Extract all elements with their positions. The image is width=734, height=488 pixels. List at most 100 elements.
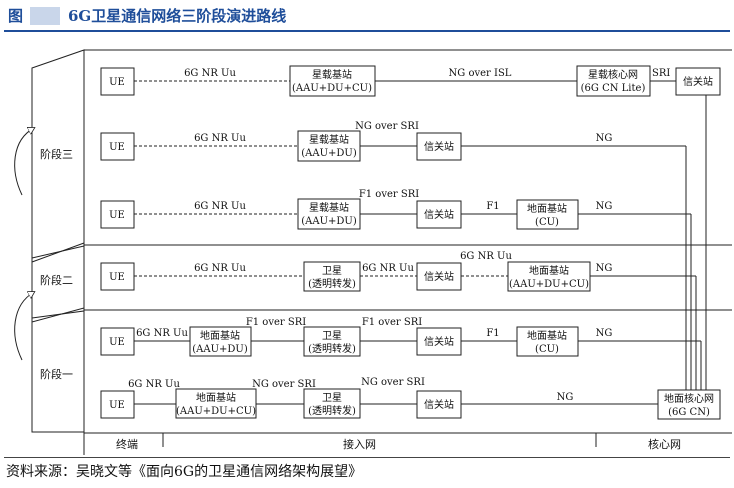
row3-ground-cu-line1: 地面基站: [527, 202, 567, 215]
figure-title-bar: 图 6G卫星通信网络三阶段演进路线: [4, 2, 730, 32]
row3-sat-bs-line2: (AAU+DU): [301, 216, 357, 227]
curved-arrow-up-3: [14, 128, 34, 196]
row5-satellite-line1: 卫星: [322, 330, 342, 342]
row6-sri-label-1: NG over SRI: [252, 379, 316, 390]
row2-ue: [100, 132, 135, 161]
row1-sat-core-line2: (6G CN Lite): [581, 83, 646, 94]
row2-ue-label: UE: [109, 142, 125, 153]
stage3-arrow-shape: [31, 49, 85, 263]
source-divider: [4, 457, 730, 458]
row1-sat-bs-line2: (AAU+DU+CU): [292, 83, 372, 94]
row2-sat-bs-line1: 星载基站: [309, 133, 349, 146]
row3-ue-label: UE: [109, 210, 125, 221]
row6-ground-bs-line2: (AAU+DU+CU): [176, 406, 256, 417]
row4-satellite-line2: (透明转发): [308, 277, 356, 290]
row4-uu-label-2: 6G NR Uu: [362, 263, 414, 274]
row5-ground-bs-line2: (AAU+DU): [192, 344, 248, 355]
stage2-label: 阶段二: [40, 273, 73, 287]
row5-gateway: [416, 327, 462, 356]
row5-ground-cu-line2: (CU): [535, 344, 559, 355]
row4-gateway: [416, 262, 462, 291]
stage1-label: 阶段一: [40, 367, 73, 381]
row5-f1-label: F1: [486, 328, 499, 339]
stage2-arrow-shape: [31, 245, 85, 323]
stage3-label: 阶段三: [40, 147, 73, 161]
row5-ground-cu-line1: 地面基站: [527, 329, 567, 342]
row2-sat-bs-line2: (AAU+DU): [301, 148, 357, 159]
row6-gateway: [416, 390, 462, 419]
row3-sat-bs-line1: 星载基站: [309, 201, 349, 214]
row4-ground-bs-line2: (AAU+DU+CU): [509, 279, 589, 290]
row1-isl-label: NG over ISL: [449, 68, 512, 79]
row4-uu-label: 6G NR Uu: [194, 263, 246, 274]
footer-core: 核心网: [648, 437, 681, 451]
curved-arrow-up-2: [14, 292, 34, 361]
row4-satellite-line1: 卫星: [322, 265, 342, 277]
row6-satellite-line1: 卫星: [322, 392, 342, 404]
figure-number-mask: [30, 7, 60, 25]
row5-ue: [100, 327, 135, 356]
row5-uu-label: 6G NR Uu: [136, 328, 188, 339]
row1-gateway-label: 信关站: [683, 75, 713, 88]
row2-gateway: [416, 132, 462, 161]
row5-satellite: [303, 326, 361, 357]
row6-ground-bs-line1: 地面基站: [196, 391, 236, 404]
source-note: 资料来源：吴晓文等《面向6G的卫星通信网络架构展望》: [6, 464, 363, 480]
row5-ground-bs: [189, 326, 252, 357]
row1-sat-bs: [289, 65, 376, 97]
row4-ground-bs: [507, 261, 591, 292]
row4-gateway-label: 信关站: [424, 270, 454, 283]
row1-uu-label: 6G NR Uu: [184, 68, 236, 79]
row2-gateway-label: 信关站: [424, 140, 454, 153]
row1-ue: [100, 67, 135, 96]
row6-uu-label: 6G NR Uu: [128, 379, 180, 390]
stage1-arrow-shape: [31, 310, 85, 433]
ground-core-line1: 地面核心网: [664, 392, 714, 405]
row5-ng-label: NG: [596, 328, 613, 339]
row3-ng-label: NG: [596, 201, 613, 212]
row2-ng-label: NG: [596, 133, 613, 144]
row5-ground-cu: [516, 326, 579, 357]
row5-gateway-label: 信关站: [424, 335, 454, 348]
footer-access: 接入网: [343, 438, 376, 451]
row3-gateway: [416, 200, 462, 229]
row3-f1-label: F1: [486, 201, 499, 212]
row2-sat-bs: [297, 130, 361, 162]
row4-satellite: [303, 261, 361, 292]
row6-gateway-label: 信关站: [424, 398, 454, 411]
row5-ground-bs-line1: 地面基站: [200, 329, 240, 342]
row1-ue-label: UE: [109, 77, 125, 88]
row5-satellite-line2: (透明转发): [308, 342, 356, 355]
row6-ue: [100, 390, 135, 419]
figure-title: 6G卫星通信网络三阶段演进路线: [68, 7, 287, 25]
row6-satellite: [303, 388, 361, 419]
footer-terminal: 终端: [116, 437, 138, 451]
row6-sri-label-2: NG over SRI: [361, 377, 425, 388]
row4-ue-label: UE: [109, 272, 125, 283]
row3-uu-label: 6G NR Uu: [194, 201, 246, 212]
row2-uu-label: 6G NR Uu: [194, 133, 246, 144]
row6-satellite-line2: (透明转发): [308, 404, 356, 417]
row2-sri-label: NG over SRI: [355, 121, 419, 132]
row3-gateway-label: 信关站: [424, 208, 454, 221]
row3-sri-label: F1 over SRI: [359, 189, 419, 200]
row6-ground-bs: [175, 388, 257, 419]
row5-sri-label-1: F1 over SRI: [246, 317, 306, 328]
ground-core-network: [657, 389, 721, 420]
row5-sri-label-2: F1 over SRI: [362, 317, 422, 328]
ground-core-line2: (6G CN): [668, 407, 710, 418]
row4-ue: [100, 262, 135, 291]
row5-ue-label: UE: [109, 337, 125, 348]
figure-number: 图: [8, 7, 24, 25]
row1-sat-core: [576, 65, 651, 97]
row6-ng-label: NG: [557, 392, 574, 403]
row6-ue-label: UE: [109, 400, 125, 411]
row3-sat-bs: [297, 198, 361, 230]
row1-sat-bs-line1: 星载基站: [312, 68, 352, 81]
row4-uu-label-3: 6G NR Uu: [460, 251, 512, 262]
row3-ue: [100, 200, 135, 229]
row4-ng-label: NG: [596, 263, 613, 274]
row1-sat-core-line1: 星载核心网: [588, 68, 638, 81]
row1-gateway: [675, 67, 721, 96]
